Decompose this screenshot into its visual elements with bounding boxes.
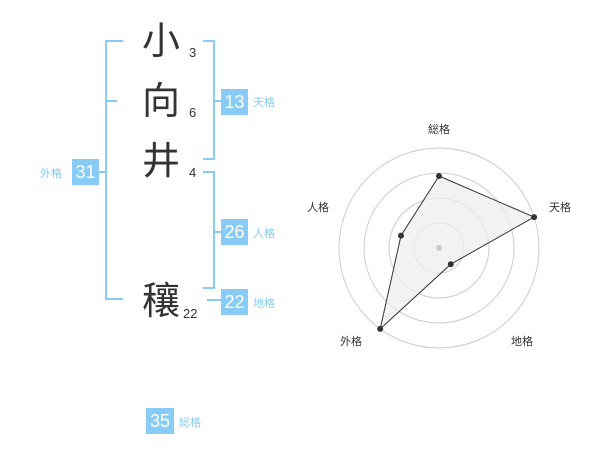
name-char-4: 穰: [141, 279, 180, 323]
gaikaku-bracket-vertical: [105, 40, 107, 300]
jinkaku-value: 26: [221, 219, 248, 245]
gaikaku-value: 31: [72, 159, 99, 185]
soukaku-label: 総格: [179, 416, 201, 429]
radar-point-3: [447, 261, 454, 268]
jinkaku-bracket-top: [203, 171, 215, 173]
radar-label-tenkaku: 天格: [549, 201, 571, 214]
stroke-count-3: 4: [189, 165, 197, 180]
jinkaku-connector: [213, 231, 221, 233]
jinkaku-bracket-vertical: [213, 171, 215, 289]
radar-label-jinkaku: 人格: [307, 201, 329, 214]
chikaku-label: 地格: [253, 297, 275, 310]
radar-point-5: [398, 232, 404, 239]
radar-label-chikaku: 地格: [511, 335, 533, 348]
radar-point-1: [436, 173, 442, 179]
gaikaku-bracket-mid: [105, 100, 117, 102]
radar-center-dot: [436, 245, 442, 251]
tenkaku-bracket-bottom: [203, 158, 215, 160]
gaikaku-label: 外格: [40, 167, 62, 180]
gaikaku-bracket-top: [105, 40, 123, 42]
soukaku-value: 35: [146, 408, 174, 434]
gaikaku-bracket-bottom: [105, 298, 123, 300]
tenkaku-label: 天格: [253, 96, 275, 109]
stroke-count-1: 3: [189, 45, 197, 60]
radar-polygon: [379, 175, 536, 331]
jinkaku-label: 人格: [253, 227, 275, 240]
jinkaku-bracket-bottom: [203, 287, 215, 289]
radar-ring-4: [338, 147, 540, 349]
radar-point-2: [531, 214, 538, 221]
stroke-count-2: 6: [189, 105, 197, 120]
radar-point-4: [377, 325, 384, 332]
radar-label-soukaku: 総格: [428, 123, 450, 136]
name-char-2: 向: [141, 79, 180, 123]
radar-label-gaikaku: 外格: [340, 335, 362, 348]
gaikaku-connector: [98, 171, 106, 173]
chikaku-value: 22: [221, 289, 248, 315]
chikaku-connector: [207, 299, 221, 301]
name-char-3: 井: [141, 139, 180, 183]
name-char-1: 小: [141, 19, 180, 63]
tenkaku-value: 13: [221, 89, 248, 115]
tenkaku-connector: [213, 100, 221, 102]
tenkaku-bracket-top: [203, 40, 215, 42]
stroke-count-4: 22: [183, 306, 198, 321]
